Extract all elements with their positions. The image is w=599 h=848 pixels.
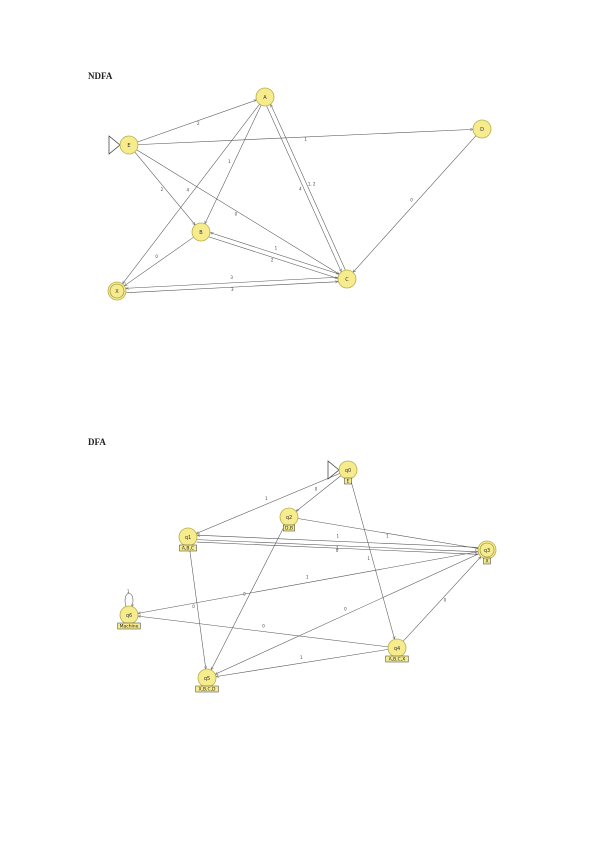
dfa-edge-label: 1	[300, 655, 303, 660]
dfa-set-label: A,B,C	[182, 546, 194, 552]
dfa-state-label: q0	[345, 468, 351, 474]
dfa-set-label: X,B,C,D	[198, 687, 216, 693]
ndfa-edge-E-D	[137, 129, 473, 145]
ndfa-state-label: E	[127, 143, 130, 149]
dfa-edge-q2-q5	[210, 524, 286, 670]
dfa-state-label: q5	[204, 676, 210, 682]
ndfa-graph: 2 1 2 0 1 4 4 1, 2 0 0 2 1 3 3 E A D B X C	[107, 87, 492, 301]
dfa-set-label: D,B	[285, 526, 293, 532]
dfa-edge-q1-q5	[188, 545, 206, 669]
dfa-set-box	[195, 685, 219, 693]
ndfa-edge-label: 4	[187, 188, 190, 193]
dfa-edge-label: 0	[192, 604, 195, 609]
dfa-edge-q0-q4	[350, 478, 394, 640]
dfa-set-box	[117, 622, 141, 630]
dfa-graph: 101100101100101q0Eq1A,B,Cq2D,Bq3Xq4A,B,C…	[117, 460, 497, 693]
dfa-edge-q3-q1	[197, 535, 479, 548]
dfa-set-box	[483, 557, 491, 565]
dfa-edge-q1-q3	[196, 539, 478, 552]
dfa-edge-label: 0	[315, 486, 318, 491]
dfa-title: DFA	[88, 437, 106, 447]
ndfa-state-label: B	[199, 230, 203, 236]
ndfa-state-label: X	[115, 289, 119, 295]
ndfa-state-label: A	[263, 95, 267, 101]
ndfa-edge-label: 1	[304, 137, 307, 142]
ndfa-edge-E-C	[136, 149, 340, 275]
dfa-set-box	[344, 477, 352, 485]
ndfa-edge-C-A	[270, 104, 346, 271]
ndfa-edge-label: 1	[275, 246, 278, 251]
ndfa-state-A	[255, 87, 275, 107]
ndfa-edge-label: 2	[271, 257, 274, 262]
dfa-state-label: q2	[286, 515, 292, 521]
ndfa-edge-X-C	[126, 282, 338, 294]
dfa-final-ring-q3	[479, 542, 495, 558]
dfa-edge-label: 1	[265, 496, 268, 501]
ndfa-edge-label: 0	[235, 211, 238, 216]
ndfa-edge-label: 2	[161, 187, 164, 192]
ndfa-edge-label: 1, 2	[308, 181, 316, 186]
dfa-set-box	[385, 655, 409, 663]
ndfa-edge-label: 3	[230, 275, 233, 280]
ndfa-state-C	[337, 269, 357, 289]
dfa-edge-q3-q6	[138, 551, 479, 614]
dfa-edge-q4-q3	[402, 557, 481, 642]
ndfa-edge-B-X	[124, 236, 194, 286]
ndfa-edge-C-X	[126, 276, 338, 288]
dfa-edge-label: 1	[386, 533, 389, 538]
ndfa-start-marker	[108, 135, 121, 155]
dfa-edge-q0-q2	[296, 475, 342, 512]
ndfa-final-ring-X	[109, 283, 125, 299]
ndfa-edge-A-B	[204, 105, 262, 224]
ndfa-state-B	[191, 222, 211, 242]
dfa-edge-label: 0	[336, 548, 339, 553]
dfa-edge-label: 1	[127, 589, 130, 594]
dfa-set-label: E	[347, 479, 350, 485]
dfa-edge-q4-q6	[138, 616, 389, 648]
dfa-start-marker	[327, 460, 340, 480]
ndfa-edge-label: 0	[155, 254, 158, 259]
ndfa-state-E	[119, 135, 139, 155]
dfa-state-label: q6	[126, 613, 132, 619]
dfa-edge-q2-q3	[297, 518, 478, 548]
dfa-set-label: A,B,C,X	[389, 657, 406, 663]
ndfa-edge-E-B	[134, 151, 196, 225]
ndfa-edge-B-C	[208, 236, 338, 278]
ndfa-edge-label: 2	[197, 121, 200, 126]
dfa-edge-label: 0	[262, 624, 265, 629]
dfa-edge-label: 0	[344, 606, 347, 611]
dfa-edge-label: 1	[367, 556, 370, 561]
dfa-edge-q1-q3	[196, 541, 478, 554]
ndfa-edge-E-A	[137, 100, 256, 143]
dfa-set-box	[179, 544, 197, 552]
dfa-state-label: q3	[484, 548, 490, 554]
ndfa-edge-label: 3	[231, 287, 234, 292]
dfa-set-label: Machine	[120, 624, 139, 630]
ndfa-edge-A-X	[122, 103, 260, 284]
ndfa-state-label: D	[480, 127, 484, 133]
ndfa-state-X	[107, 281, 127, 301]
ndfa-edge-D-C	[353, 135, 477, 273]
dfa-state-label: q1	[185, 535, 191, 541]
ndfa-state-label: C	[345, 277, 349, 283]
ndfa-edge-C-B	[210, 233, 340, 275]
ndfa-edge-label: 0	[410, 197, 413, 202]
ndfa-edge-label: 4	[299, 187, 302, 192]
dfa-edge-q0-q1	[196, 473, 340, 533]
dfa-set-label: X	[485, 559, 488, 565]
ndfa-title: NDFA	[88, 71, 113, 81]
dfa-edge-label: 0	[444, 598, 447, 603]
dfa-edge-label: 1	[306, 575, 309, 580]
ndfa-edge-label: 1	[228, 159, 231, 164]
dfa-state-label: q4	[394, 646, 400, 652]
dfa-edge-q3-q5	[215, 553, 479, 675]
ndfa-state-D	[472, 119, 492, 139]
dfa-edge-label: 1	[336, 533, 339, 538]
ndfa-edge-A-C	[266, 105, 342, 272]
dfa-set-box	[283, 524, 295, 532]
dfa-edge-q6-q6	[124, 593, 133, 608]
dfa-edge-q4-q5	[216, 649, 389, 676]
